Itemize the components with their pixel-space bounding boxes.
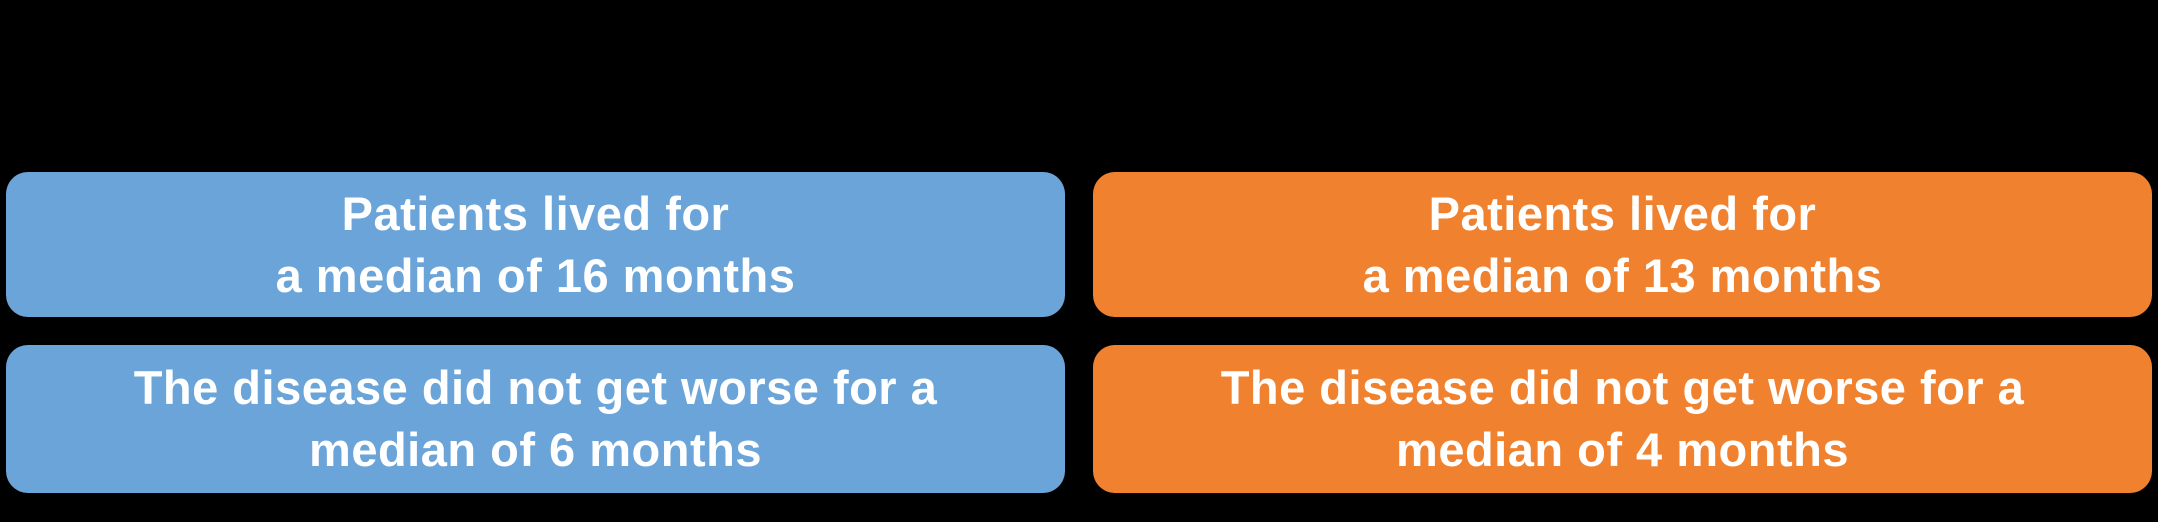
card-text-line2: a median of 16 months: [275, 248, 796, 302]
card-text-line2: median of 4 months: [1396, 423, 1849, 476]
card-text-line1: Patients lived for: [341, 186, 730, 240]
card-text-line1: The disease did not get worse for a: [1220, 361, 2025, 414]
card-text-line1: Patients lived for: [1428, 186, 1817, 240]
card-survival-orange-arm: Patients lived for a median of 13 months: [1093, 172, 2152, 317]
comparison-cards-grid: Patients lived for a median of 16 months…: [6, 172, 2152, 493]
card-text-line2: a median of 13 months: [1362, 248, 1883, 302]
card-progression-blue-arm: The disease did not get worse for a medi…: [6, 345, 1065, 493]
card-text-line2: median of 6 months: [309, 423, 762, 476]
card-progression-orange-arm: The disease did not get worse for a medi…: [1093, 345, 2152, 493]
card-text-line1: The disease did not get worse for a: [133, 361, 938, 414]
card-survival-blue-arm: Patients lived for a median of 16 months: [6, 172, 1065, 317]
